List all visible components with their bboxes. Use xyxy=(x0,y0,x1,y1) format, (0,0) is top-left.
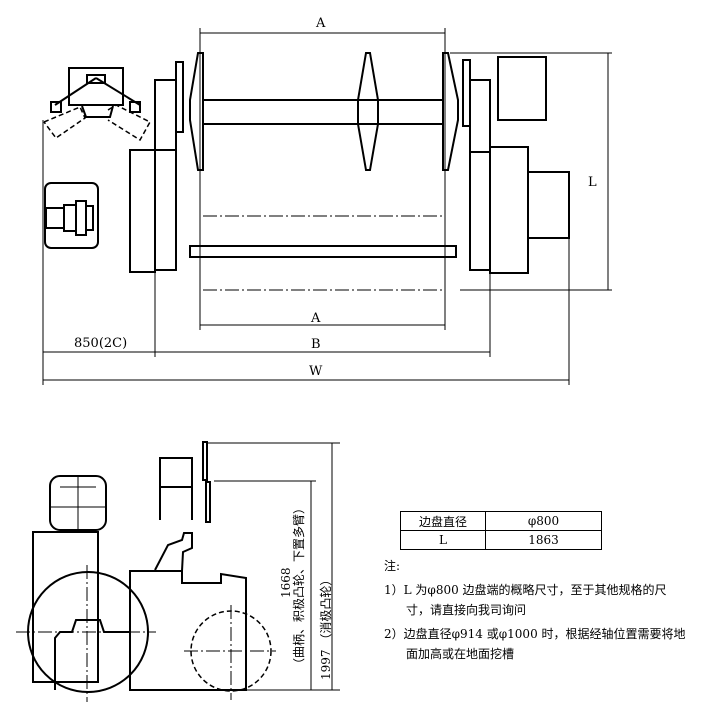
notes-title: 注: xyxy=(384,559,401,573)
table-header-cell: 边盘直径 xyxy=(400,511,486,531)
table-header-cell: φ800 xyxy=(485,511,602,531)
chain xyxy=(202,441,208,481)
dim-1997-label: 1997 （消极凸轮） xyxy=(317,574,334,680)
cloth-roller xyxy=(189,245,457,258)
table-header-row: 边盘直径 φ800 xyxy=(400,511,602,531)
note-item: 1）L 为φ800 边盘端的概略尺寸，至于其他规格的尺寸，请直接向我司询问 xyxy=(384,583,667,617)
dim-b-label: B xyxy=(311,337,321,352)
dim-1997-note: （消极凸轮） xyxy=(319,573,333,646)
dobby-box xyxy=(68,67,124,106)
note-item: 2）边盘直径φ914 或φ1000 时，根据经轴位置需要将地面加高或在地面挖槽 xyxy=(384,627,686,661)
frame-body xyxy=(129,570,247,691)
table-cell: 1863 xyxy=(485,530,602,550)
spec-table: 边盘直径 φ800 L 1863 xyxy=(400,511,602,550)
right-flange xyxy=(442,52,459,171)
table-cell: L xyxy=(400,530,486,550)
middle-flange xyxy=(357,52,379,171)
dim-a-top-label: A xyxy=(315,16,326,31)
side-view xyxy=(16,441,340,702)
dim-a-bottom-label: A xyxy=(310,311,321,326)
top-view: A xyxy=(42,16,612,385)
left-motor xyxy=(44,182,99,249)
dim-1997-value: 1997 xyxy=(319,649,333,680)
left-flange xyxy=(189,52,204,171)
dim-l-label: L xyxy=(588,175,597,190)
dim-850-label: 850(2C) xyxy=(74,336,127,351)
dim-w-label: W xyxy=(309,364,323,379)
dim-1668-note: （曲柄、积极凸轮、下置多臂） xyxy=(292,501,306,670)
motor-box xyxy=(497,56,547,121)
notes: 注: 1）L 为φ800 边盘端的概略尺寸，至于其他规格的尺寸，请直接向我司询问… xyxy=(378,556,688,664)
table-row: L 1863 xyxy=(400,530,602,550)
